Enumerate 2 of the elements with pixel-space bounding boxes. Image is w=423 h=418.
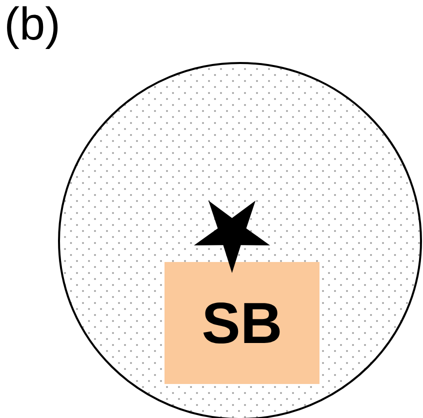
- panel-label: (b): [7, 6, 58, 50]
- label-box: SB: [164, 262, 320, 384]
